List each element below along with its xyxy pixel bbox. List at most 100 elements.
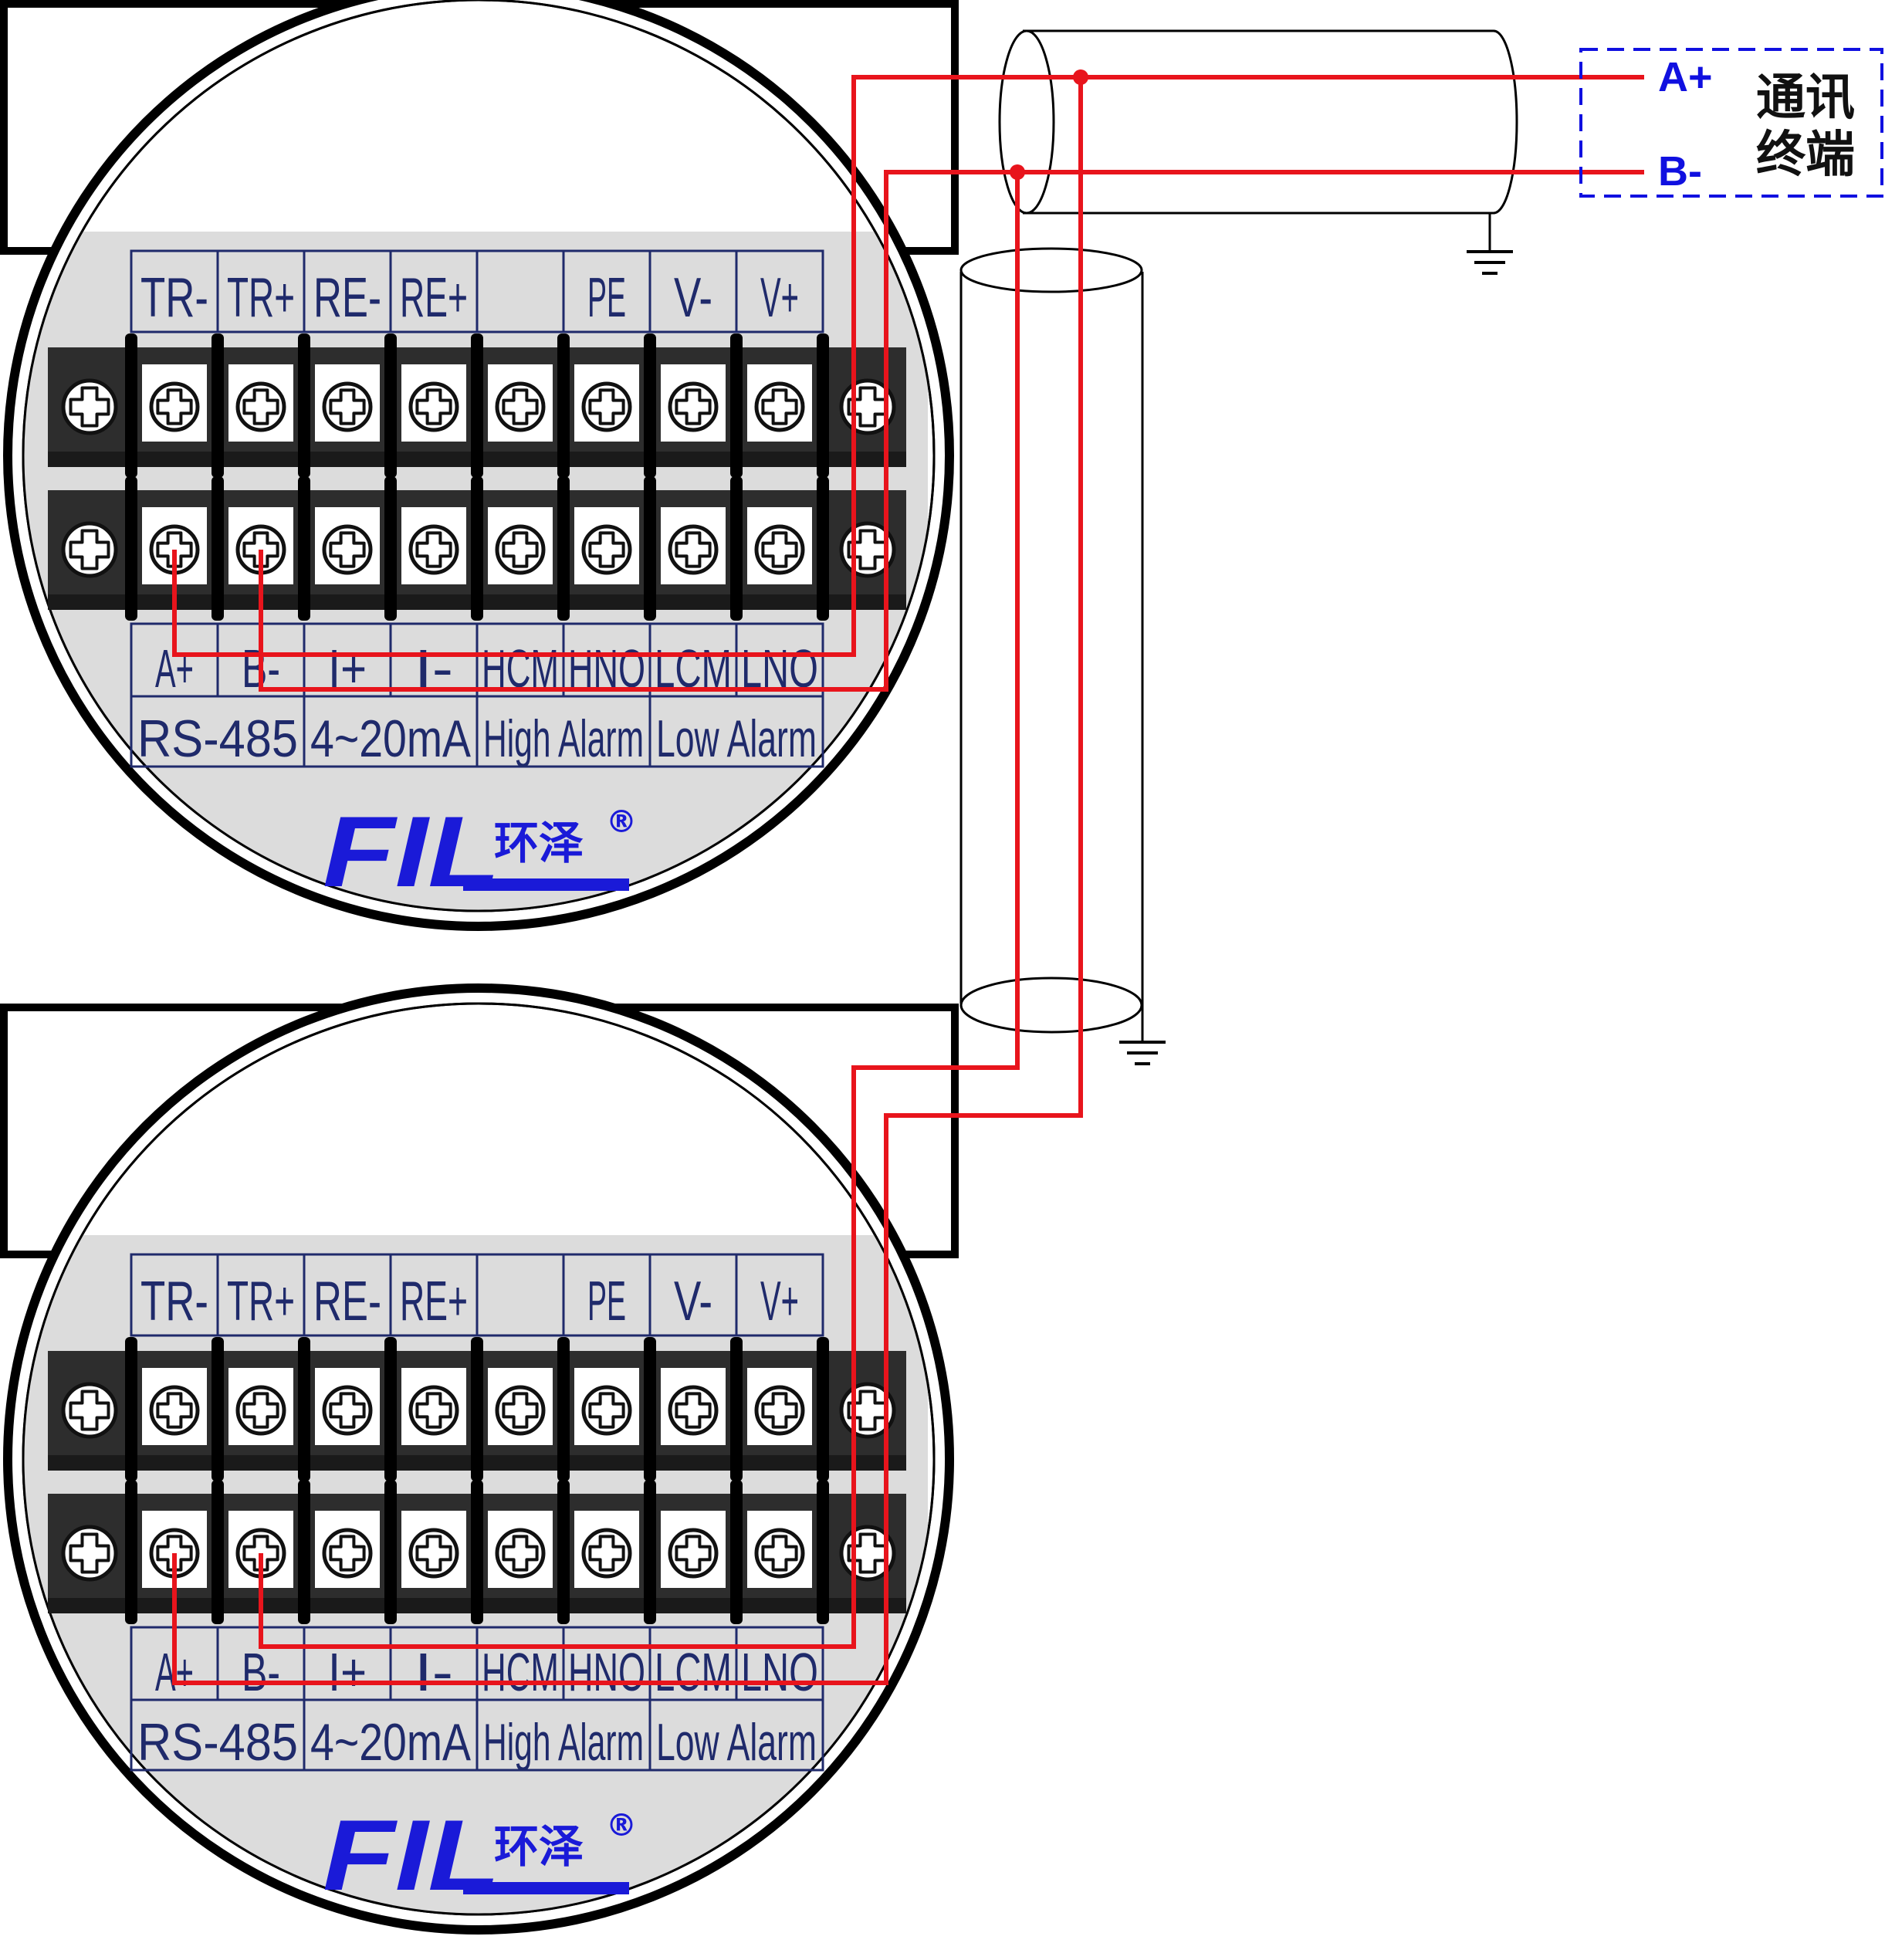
terminal-top-label: PE	[587, 1271, 626, 1332]
comm-title-line2: 终端	[1756, 127, 1855, 184]
terminal-screw	[408, 1528, 459, 1579]
terminal-separator	[557, 1480, 570, 1624]
screw-cross-icon	[502, 388, 539, 425]
terminal-separator	[817, 1480, 829, 1624]
terminal-separator	[557, 333, 570, 478]
terminal-top-label: TR-	[140, 267, 208, 329]
terminal-separator	[212, 333, 224, 478]
screw-cross-icon	[675, 1535, 712, 1572]
terminal-bottom-label: I+	[328, 1642, 367, 1702]
screw-cross-icon	[156, 1392, 193, 1429]
terminal-separator	[557, 1337, 570, 1481]
terminal-separator	[471, 476, 483, 621]
vertical-cable-top	[959, 247, 1143, 293]
horizontal-cable-body	[1023, 29, 1518, 215]
terminal-screw	[408, 1385, 459, 1436]
terminal-bottom-label: LNO	[741, 1642, 818, 1702]
screw-cross-icon	[588, 1535, 625, 1572]
terminal-screw	[408, 381, 459, 432]
strip-end-screw	[61, 1525, 118, 1582]
screw-cross-icon	[675, 531, 712, 568]
terminal-top-label: TR-	[140, 1271, 208, 1332]
terminal-separator	[471, 333, 483, 478]
terminal-separator	[125, 1480, 137, 1624]
brand-underline	[463, 878, 629, 891]
terminal-top-label: PE	[587, 267, 626, 329]
terminal-screw	[754, 524, 805, 575]
screw-cross-icon	[156, 388, 193, 425]
screw-cross-icon	[69, 386, 110, 428]
panel-edge	[22, 1002, 936, 1916]
terminal-screw	[754, 1385, 805, 1436]
terminal-screw	[149, 381, 200, 432]
group-label: High Alarm	[483, 1713, 644, 1772]
screw-cross-icon	[502, 1392, 539, 1429]
terminal-screw	[581, 1528, 632, 1579]
comm-b-label: B-	[1658, 148, 1702, 195]
terminal-separator	[125, 1337, 137, 1481]
terminal-screw	[754, 381, 805, 432]
screw-cross-icon	[69, 1390, 110, 1431]
group-label: 4~20mA	[310, 1713, 472, 1772]
terminal-separator	[644, 333, 656, 478]
vertical-cable-end	[959, 977, 1143, 1034]
screw-cross-icon	[588, 1392, 625, 1429]
terminal-top-label: RE-	[313, 1271, 381, 1332]
horizontal-cable-end	[998, 29, 1055, 215]
screw-cross-icon	[761, 1535, 798, 1572]
terminal-separator	[730, 476, 743, 621]
terminal-screw	[149, 1385, 200, 1436]
wire-b-minus-bus	[259, 170, 1644, 1649]
terminal-screw	[668, 524, 719, 575]
terminal-separator	[212, 1337, 224, 1481]
terminal-screw	[322, 1385, 373, 1436]
strip-end-screw	[61, 521, 118, 578]
screw-cross-icon	[329, 1392, 366, 1429]
terminal-bottom-label: B-	[242, 1642, 280, 1702]
strip-end-screw	[61, 1382, 118, 1439]
brand-logo: FIL	[323, 795, 500, 908]
terminal-screw	[495, 1385, 546, 1436]
terminal-top-label: RE+	[400, 1271, 468, 1332]
terminal-separator	[471, 1337, 483, 1481]
comm-a-label: A+	[1658, 54, 1713, 100]
terminal-screw	[235, 1385, 286, 1436]
terminal-top-label: TR+	[227, 267, 295, 329]
brand-underline	[463, 1882, 629, 1894]
brand-chinese: 环泽	[494, 817, 584, 869]
screw-cross-icon	[329, 531, 366, 568]
screw-cross-icon	[502, 531, 539, 568]
terminal-separator	[644, 1337, 656, 1481]
terminal-top-label: TR+	[227, 1271, 295, 1332]
terminal-screw	[235, 381, 286, 432]
brand-logo: FIL	[323, 1799, 500, 1911]
screw-cross-icon	[588, 388, 625, 425]
terminal-top-label: RE-	[313, 267, 381, 329]
ground-icon	[1119, 1004, 1166, 1065]
terminal-top-label: RE+	[400, 267, 468, 329]
terminal-screw	[408, 524, 459, 575]
terminal-screw	[322, 524, 373, 575]
terminal-separator	[384, 1480, 397, 1624]
terminal-separator	[384, 1337, 397, 1481]
terminal-top-label: V+	[760, 1271, 799, 1332]
terminal-separator	[125, 333, 137, 478]
group-label: RS-485	[137, 709, 298, 768]
group-label: 4~20mA	[310, 709, 472, 768]
screw-cross-icon	[761, 531, 798, 568]
terminal-screw	[754, 1528, 805, 1579]
group-label: High Alarm	[483, 709, 644, 768]
terminal-top-label: V-	[674, 267, 712, 329]
wire-a-plus-bus	[172, 75, 1644, 1685]
terminal-separator	[644, 1480, 656, 1624]
panel-edge	[22, 0, 936, 912]
terminal-screw	[495, 381, 546, 432]
terminal-screw	[581, 524, 632, 575]
terminal-screw	[495, 524, 546, 575]
screw-cross-icon	[415, 1535, 452, 1572]
terminal-screw	[322, 381, 373, 432]
terminal-bottom-label: HCM	[482, 1642, 559, 1702]
wire-junction	[1073, 69, 1088, 85]
